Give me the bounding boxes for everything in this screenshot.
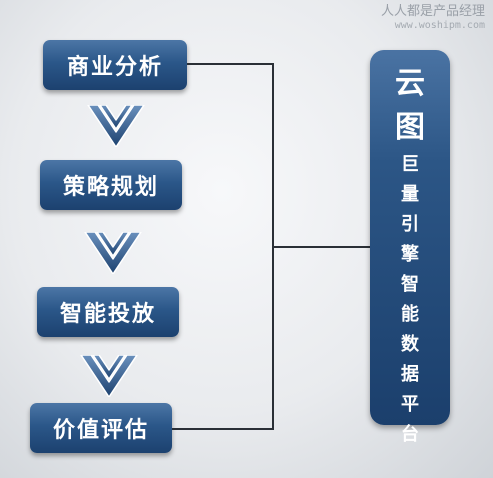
chevron-down-icon [87, 105, 145, 147]
step-strategy-planning[interactable]: 策略规划 [40, 160, 182, 210]
chevron-down-icon [80, 355, 138, 397]
connector-line-top [187, 63, 273, 65]
watermark-name: 人人都是产品经理 [380, 4, 485, 19]
platform-desc-char: 数 [401, 334, 419, 355]
chevron-down-icon [84, 232, 142, 274]
step-value-assessment[interactable]: 价值评估 [30, 403, 172, 453]
platform-desc-char: 能 [401, 304, 419, 325]
platform-desc-char: 智 [401, 274, 419, 295]
platform-desc-char: 擎 [401, 244, 419, 265]
platform-desc-char: 巨 [401, 154, 419, 175]
connector-line-bottom [172, 428, 273, 430]
watermark: 人人都是产品经理 www.woshipm.com [381, 4, 485, 32]
platform-desc-char: 据 [401, 364, 419, 385]
platform-desc-char: 平 [401, 394, 419, 415]
platform-desc-char: 量 [401, 184, 419, 205]
platform-desc-char: 引 [401, 214, 419, 235]
step-smart-delivery[interactable]: 智能投放 [37, 287, 179, 337]
platform-panel[interactable]: 云 图 巨 量 引 擎 智 能 数 据 平 台 [370, 50, 450, 445]
step-business-analysis[interactable]: 商业分析 [43, 40, 187, 90]
platform-desc-char: 台 [401, 424, 419, 445]
connector-line-to-platform [272, 246, 370, 248]
platform-brand-char: 云 [395, 66, 425, 101]
platform-brand-char: 图 [395, 110, 425, 145]
watermark-url: www.woshipm.com [394, 19, 485, 31]
